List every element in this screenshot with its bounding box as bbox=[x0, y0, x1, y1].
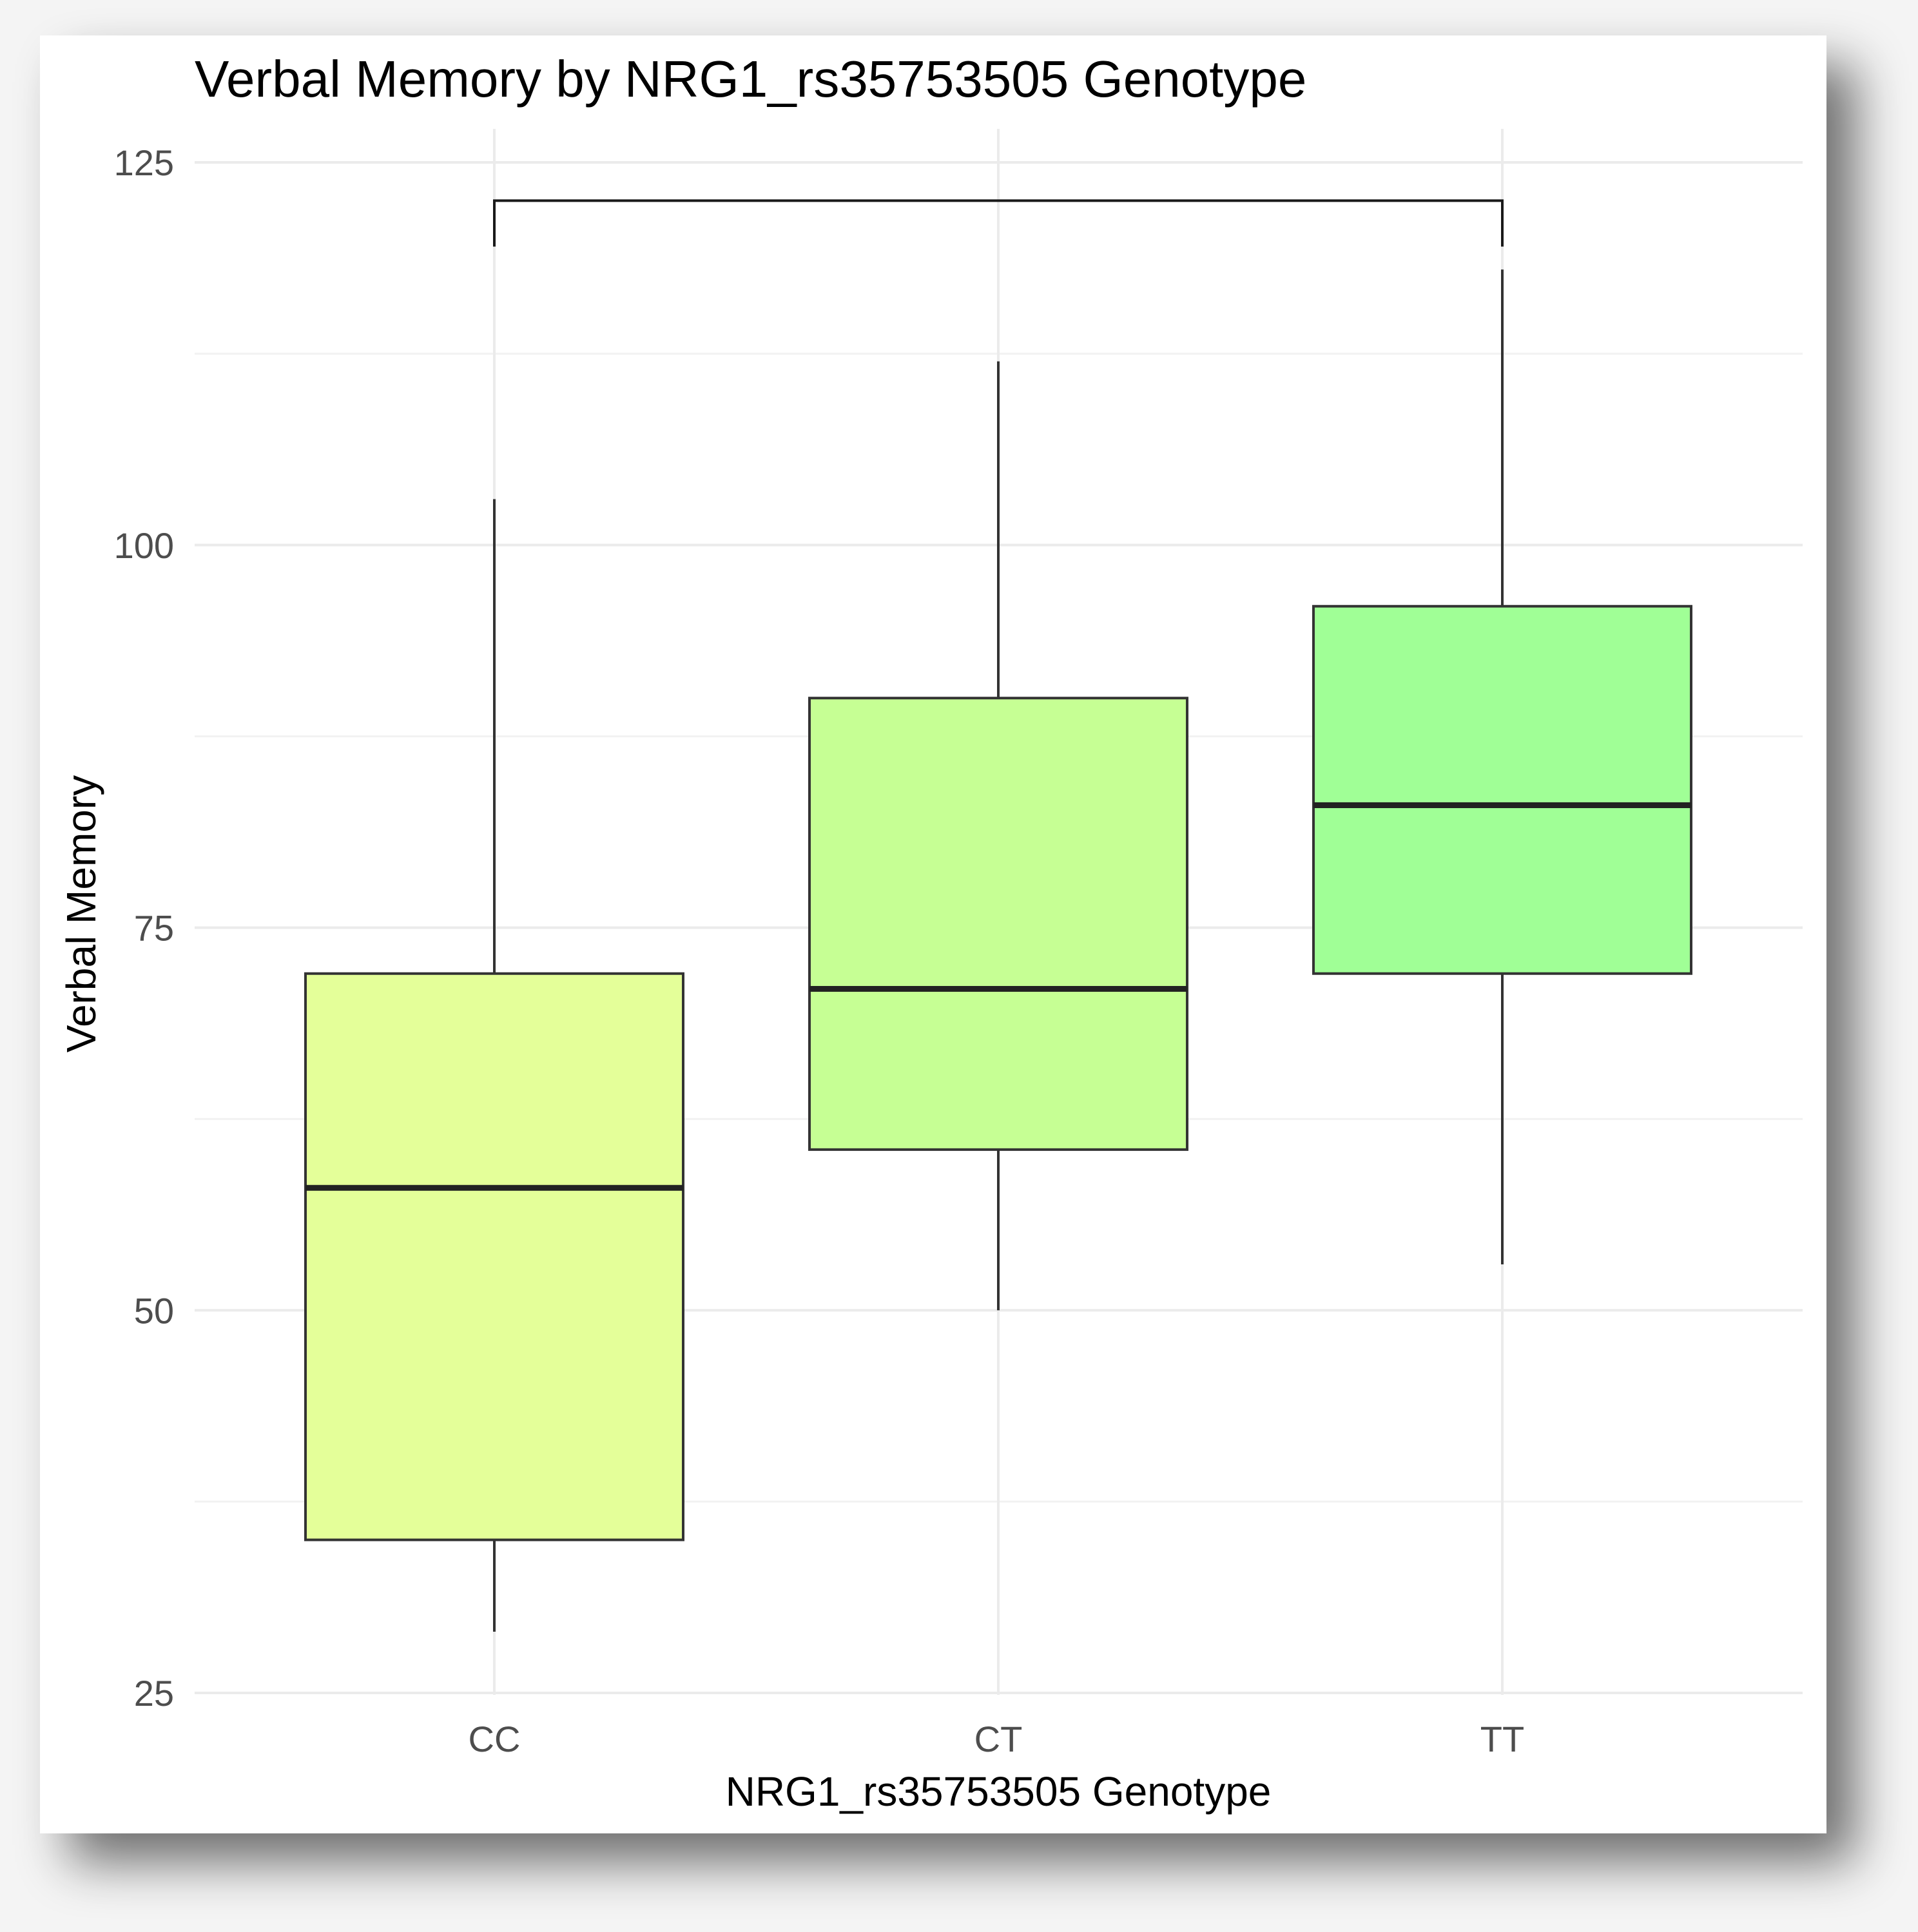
box-iqr bbox=[1312, 604, 1692, 975]
x-tick-label: CC bbox=[469, 1719, 521, 1759]
x-tick-label: CT bbox=[974, 1719, 1023, 1759]
y-tick-label: 25 bbox=[134, 1673, 174, 1714]
y-axis-label: Verbal Memory bbox=[58, 775, 104, 1052]
significance-bracket bbox=[493, 199, 1504, 247]
bracket-line bbox=[493, 199, 1504, 247]
y-tick-label: 75 bbox=[134, 908, 174, 949]
y-tick-label: 100 bbox=[114, 525, 174, 566]
x-tick-label: TT bbox=[1480, 1719, 1524, 1759]
y-tick-label: 125 bbox=[114, 142, 174, 183]
box-cc bbox=[304, 499, 684, 1632]
box-iqr bbox=[808, 697, 1188, 1151]
x-axis-label: NRG1_rs35753505 Genotype bbox=[726, 1768, 1272, 1815]
boxes bbox=[304, 269, 1692, 1632]
box-tt bbox=[1312, 269, 1692, 1264]
box-ct bbox=[808, 361, 1188, 1311]
box-iqr bbox=[304, 972, 684, 1541]
y-tick-label: 50 bbox=[134, 1290, 174, 1331]
chart-title: Verbal Memory by NRG1_rs35753505 Genotyp… bbox=[195, 50, 1306, 108]
